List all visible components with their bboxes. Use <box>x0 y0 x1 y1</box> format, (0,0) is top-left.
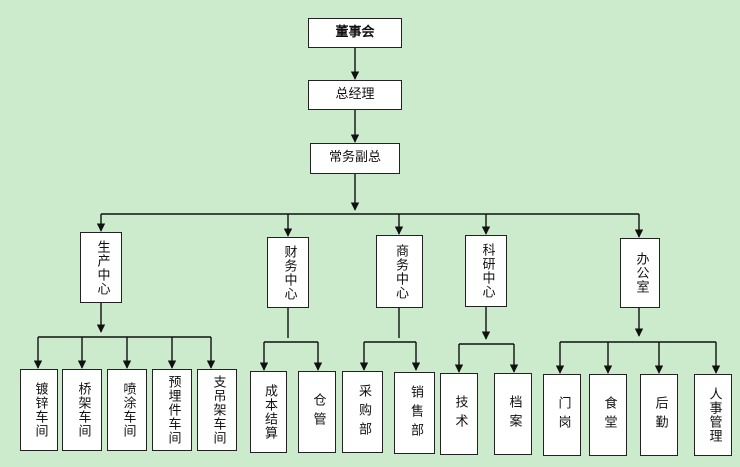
warehouse-box: 仓管 <box>298 371 336 453</box>
spray-coating-workshop-label: 喷涂车间 <box>120 382 136 438</box>
embedded-parts-workshop-label: 预埋件车间 <box>165 375 181 445</box>
canteen-box: 食堂 <box>589 374 627 456</box>
general-manager-box: 总经理 <box>308 80 402 110</box>
archives-box: 档案 <box>494 373 532 455</box>
hanger-support-workshop-box: 支吊架车间 <box>197 369 237 451</box>
office-box: 办公室 <box>620 238 660 308</box>
sales-dept-box: 销售部 <box>394 372 435 454</box>
embedded-parts-workshop-box: 预埋件车间 <box>152 369 192 451</box>
business-center-box: 商务中心 <box>376 235 423 308</box>
purchasing-dept-box: 采购部 <box>342 371 383 453</box>
finance-center-label: 财务中心 <box>281 244 297 301</box>
cost-settlement-box: 成本结算 <box>250 371 287 453</box>
technology-box: 技术 <box>440 373 478 455</box>
cost-settlement-label: 成本结算 <box>261 384 277 440</box>
gate-guard-box: 门岗 <box>543 374 581 456</box>
board-box: 董事会 <box>308 18 402 48</box>
purchasing-dept-label: 采购部 <box>355 383 371 441</box>
deputy-gm-box: 常务副总 <box>310 143 400 174</box>
business-center-label: 商务中心 <box>392 243 408 300</box>
hr-management-box: 人事管理 <box>694 374 732 456</box>
research-center-box: 科研中心 <box>465 235 507 307</box>
hr-management-label: 人事管理 <box>706 387 722 443</box>
archives-label: 档案 <box>506 395 522 433</box>
cable-tray-workshop-box: 桥架车间 <box>62 369 102 451</box>
general-manager-label: 总经理 <box>335 86 375 102</box>
technology-label: 技术 <box>452 395 468 433</box>
galvanizing-workshop-label: 镀锌车间 <box>32 382 48 438</box>
research-center-label: 科研中心 <box>479 243 495 299</box>
galvanizing-workshop-box: 镀锌车间 <box>20 369 58 451</box>
logistics-box: 后勤 <box>640 374 678 456</box>
sales-dept-label: 销售部 <box>407 384 423 442</box>
gate-guard-label: 门岗 <box>555 396 571 434</box>
canteen-label: 食堂 <box>601 396 617 434</box>
spray-coating-workshop-box: 喷涂车间 <box>107 369 147 451</box>
deputy-gm-label: 常务副总 <box>328 150 381 166</box>
warehouse-label: 仓管 <box>310 393 326 431</box>
logistics-label: 后勤 <box>652 396 668 434</box>
production-center-label: 生产中心 <box>94 239 110 296</box>
finance-center-box: 财务中心 <box>267 237 309 308</box>
hanger-support-workshop-label: 支吊架车间 <box>210 375 226 445</box>
production-center-box: 生产中心 <box>80 232 122 303</box>
board-label: 董事会 <box>335 24 375 40</box>
cable-tray-workshop-label: 桥架车间 <box>75 382 91 438</box>
office-label: 办公室 <box>633 252 649 294</box>
